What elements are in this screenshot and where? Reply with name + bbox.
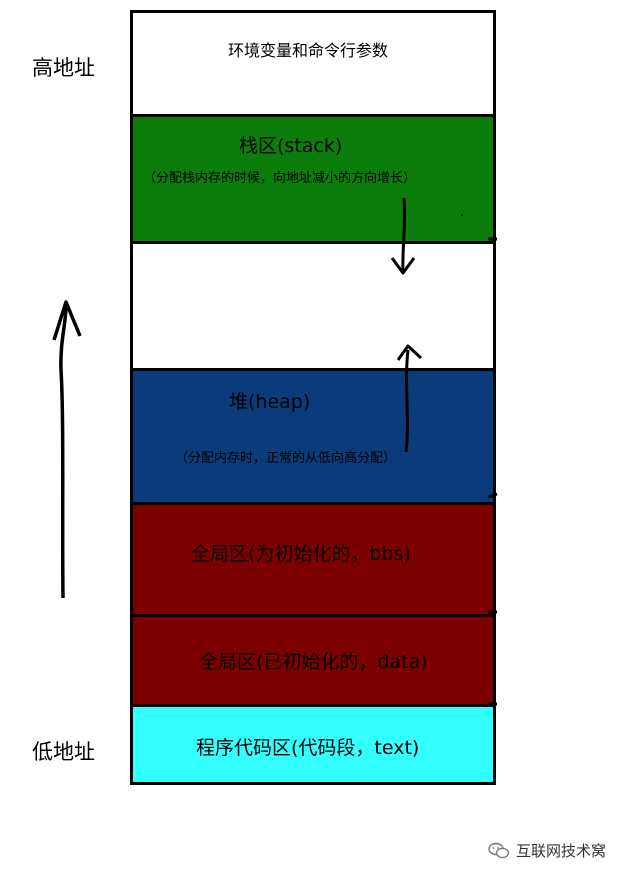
segment-heap: 堆(heap) （分配内存时，正常的从低向高分配） xyxy=(133,371,493,505)
segment-text-label: 程序代码区(代码段，text) xyxy=(196,737,420,759)
segment-bss: 全局区(为初始化的，bbs) xyxy=(133,505,493,617)
segment-text: 程序代码区(代码段，text) xyxy=(133,707,493,782)
high-address-label: 高地址 xyxy=(32,56,95,80)
segment-env-args-label: 环境变量和命令行参数 xyxy=(228,41,389,60)
segment-heap-note: （分配内存时，正常的从低向高分配） xyxy=(175,451,397,466)
segment-stack: 栈区(stack) （分配栈内存的时候，向地址减小的方向增长） xyxy=(133,117,493,244)
segment-bss-label: 全局区(为初始化的，bbs) xyxy=(191,543,411,565)
segment-heap-label: 堆(heap) xyxy=(229,391,311,413)
memory-layout-diagram: 环境变量和命令行参数 栈区(stack) （分配栈内存的时候，向地址减小的方向增… xyxy=(130,10,496,785)
watermark-text: 互联网技术窝 xyxy=(516,842,607,860)
segment-stack-label: 栈区(stack) xyxy=(239,135,343,157)
watermark: 互联网技术窝 xyxy=(488,840,606,861)
address-direction-arrow xyxy=(52,300,82,599)
segment-data-label: 全局区(已初始化的，data) xyxy=(199,651,428,673)
low-address-label: 低地址 xyxy=(32,740,95,764)
wechat-icon xyxy=(488,842,510,860)
segment-stack-note: （分配栈内存的时候，向地址减小的方向增长） xyxy=(143,171,417,186)
segment-data: 全局区(已初始化的，data) xyxy=(133,617,493,707)
segment-env-args: 环境变量和命令行参数 xyxy=(133,13,493,117)
segment-free xyxy=(133,244,493,371)
